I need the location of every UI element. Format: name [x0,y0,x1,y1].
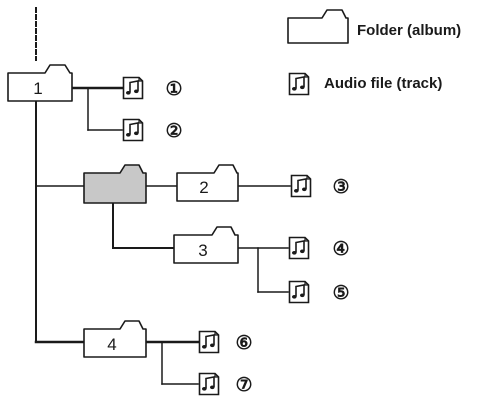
folder-3-label: 3 [198,241,207,260]
track-6-number: ⑥ [235,333,252,354]
folder-icon [176,164,239,202]
track-5: ⑤ [288,280,350,304]
track-7: ⑦ [198,372,253,396]
music-note-icon [288,72,310,96]
folder-1: 1 [7,64,73,102]
folder-2: 2 [176,164,239,202]
legend-folder-label: Folder (album) [357,22,462,39]
track-6: ⑥ [198,330,253,354]
music-note-icon [288,280,310,304]
folder-4-label: 4 [107,335,116,354]
folder-icon [173,226,239,264]
track-2: ② [122,118,183,142]
music-note-icon [122,118,144,142]
track-3: ③ [290,174,350,198]
track-3-number: ③ [332,177,349,198]
music-note-icon [290,174,312,198]
music-note-icon [198,330,220,354]
folder-3: 3 [173,226,239,264]
music-note-icon [198,372,220,396]
connector-lines [34,7,291,385]
track-4: ④ [288,236,350,260]
folder-unnamed-highlighted [83,164,147,204]
folder-1-label: 1 [33,79,42,98]
track-1: ① [122,76,183,100]
track-4-number: ④ [332,239,349,260]
folder-icon [287,9,349,44]
folder-4: 4 [83,320,147,358]
folder-2-label: 2 [199,178,208,197]
legend-audio-label: Audio file (track) [324,75,443,92]
legend [287,9,349,96]
folder-icon [83,320,147,358]
music-note-icon [122,76,144,100]
track-5-number: ⑤ [332,283,349,304]
folder-icon [83,164,147,204]
folder-icon [7,64,73,102]
track-1-number: ① [165,79,182,100]
track-7-number: ⑦ [235,375,252,396]
music-note-icon [288,236,310,260]
track-2-number: ② [165,121,182,142]
